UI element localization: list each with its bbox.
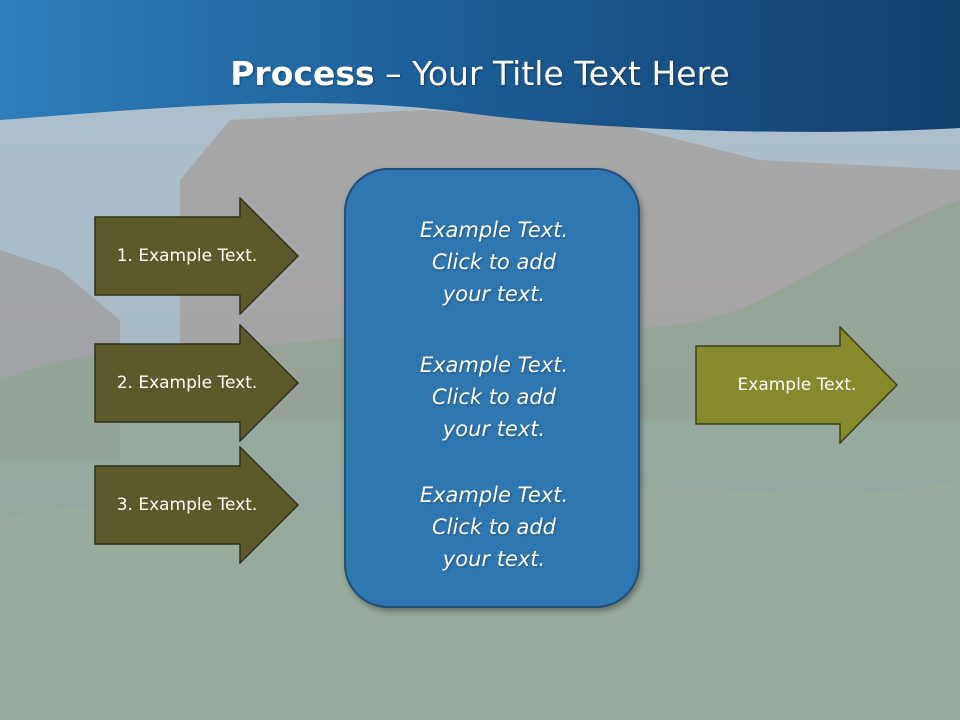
output-label: Example Text. (737, 375, 857, 395)
arrow-shape (94, 324, 300, 442)
input-arrow-1: 1. Example Text. (94, 197, 300, 315)
output-arrow: Example Text. (695, 326, 899, 444)
process-text-3: Example Text. Click to add your text. (419, 483, 569, 571)
arrow-shape (94, 197, 300, 315)
page-title: Process – Your Title Text Here (0, 48, 960, 100)
process-text-2: Example Text. Click to add your text. (419, 353, 569, 441)
title-rest: – Your Title Text Here (374, 54, 730, 93)
input-label-2: 2. Example Text. (116, 373, 258, 393)
title-bold: Process (230, 54, 375, 93)
process-box: Example Text. Click to add your text. Ex… (344, 168, 640, 608)
arrow-shape (94, 446, 300, 564)
process-text-1: Example Text. Click to add your text. (419, 218, 569, 306)
arrow-shape (695, 326, 899, 444)
input-arrow-3: 3. Example Text. (94, 446, 300, 564)
input-label-1: 1. Example Text. (116, 246, 258, 266)
input-arrow-2: 2. Example Text. (94, 324, 300, 442)
input-label-3: 3. Example Text. (116, 495, 258, 515)
